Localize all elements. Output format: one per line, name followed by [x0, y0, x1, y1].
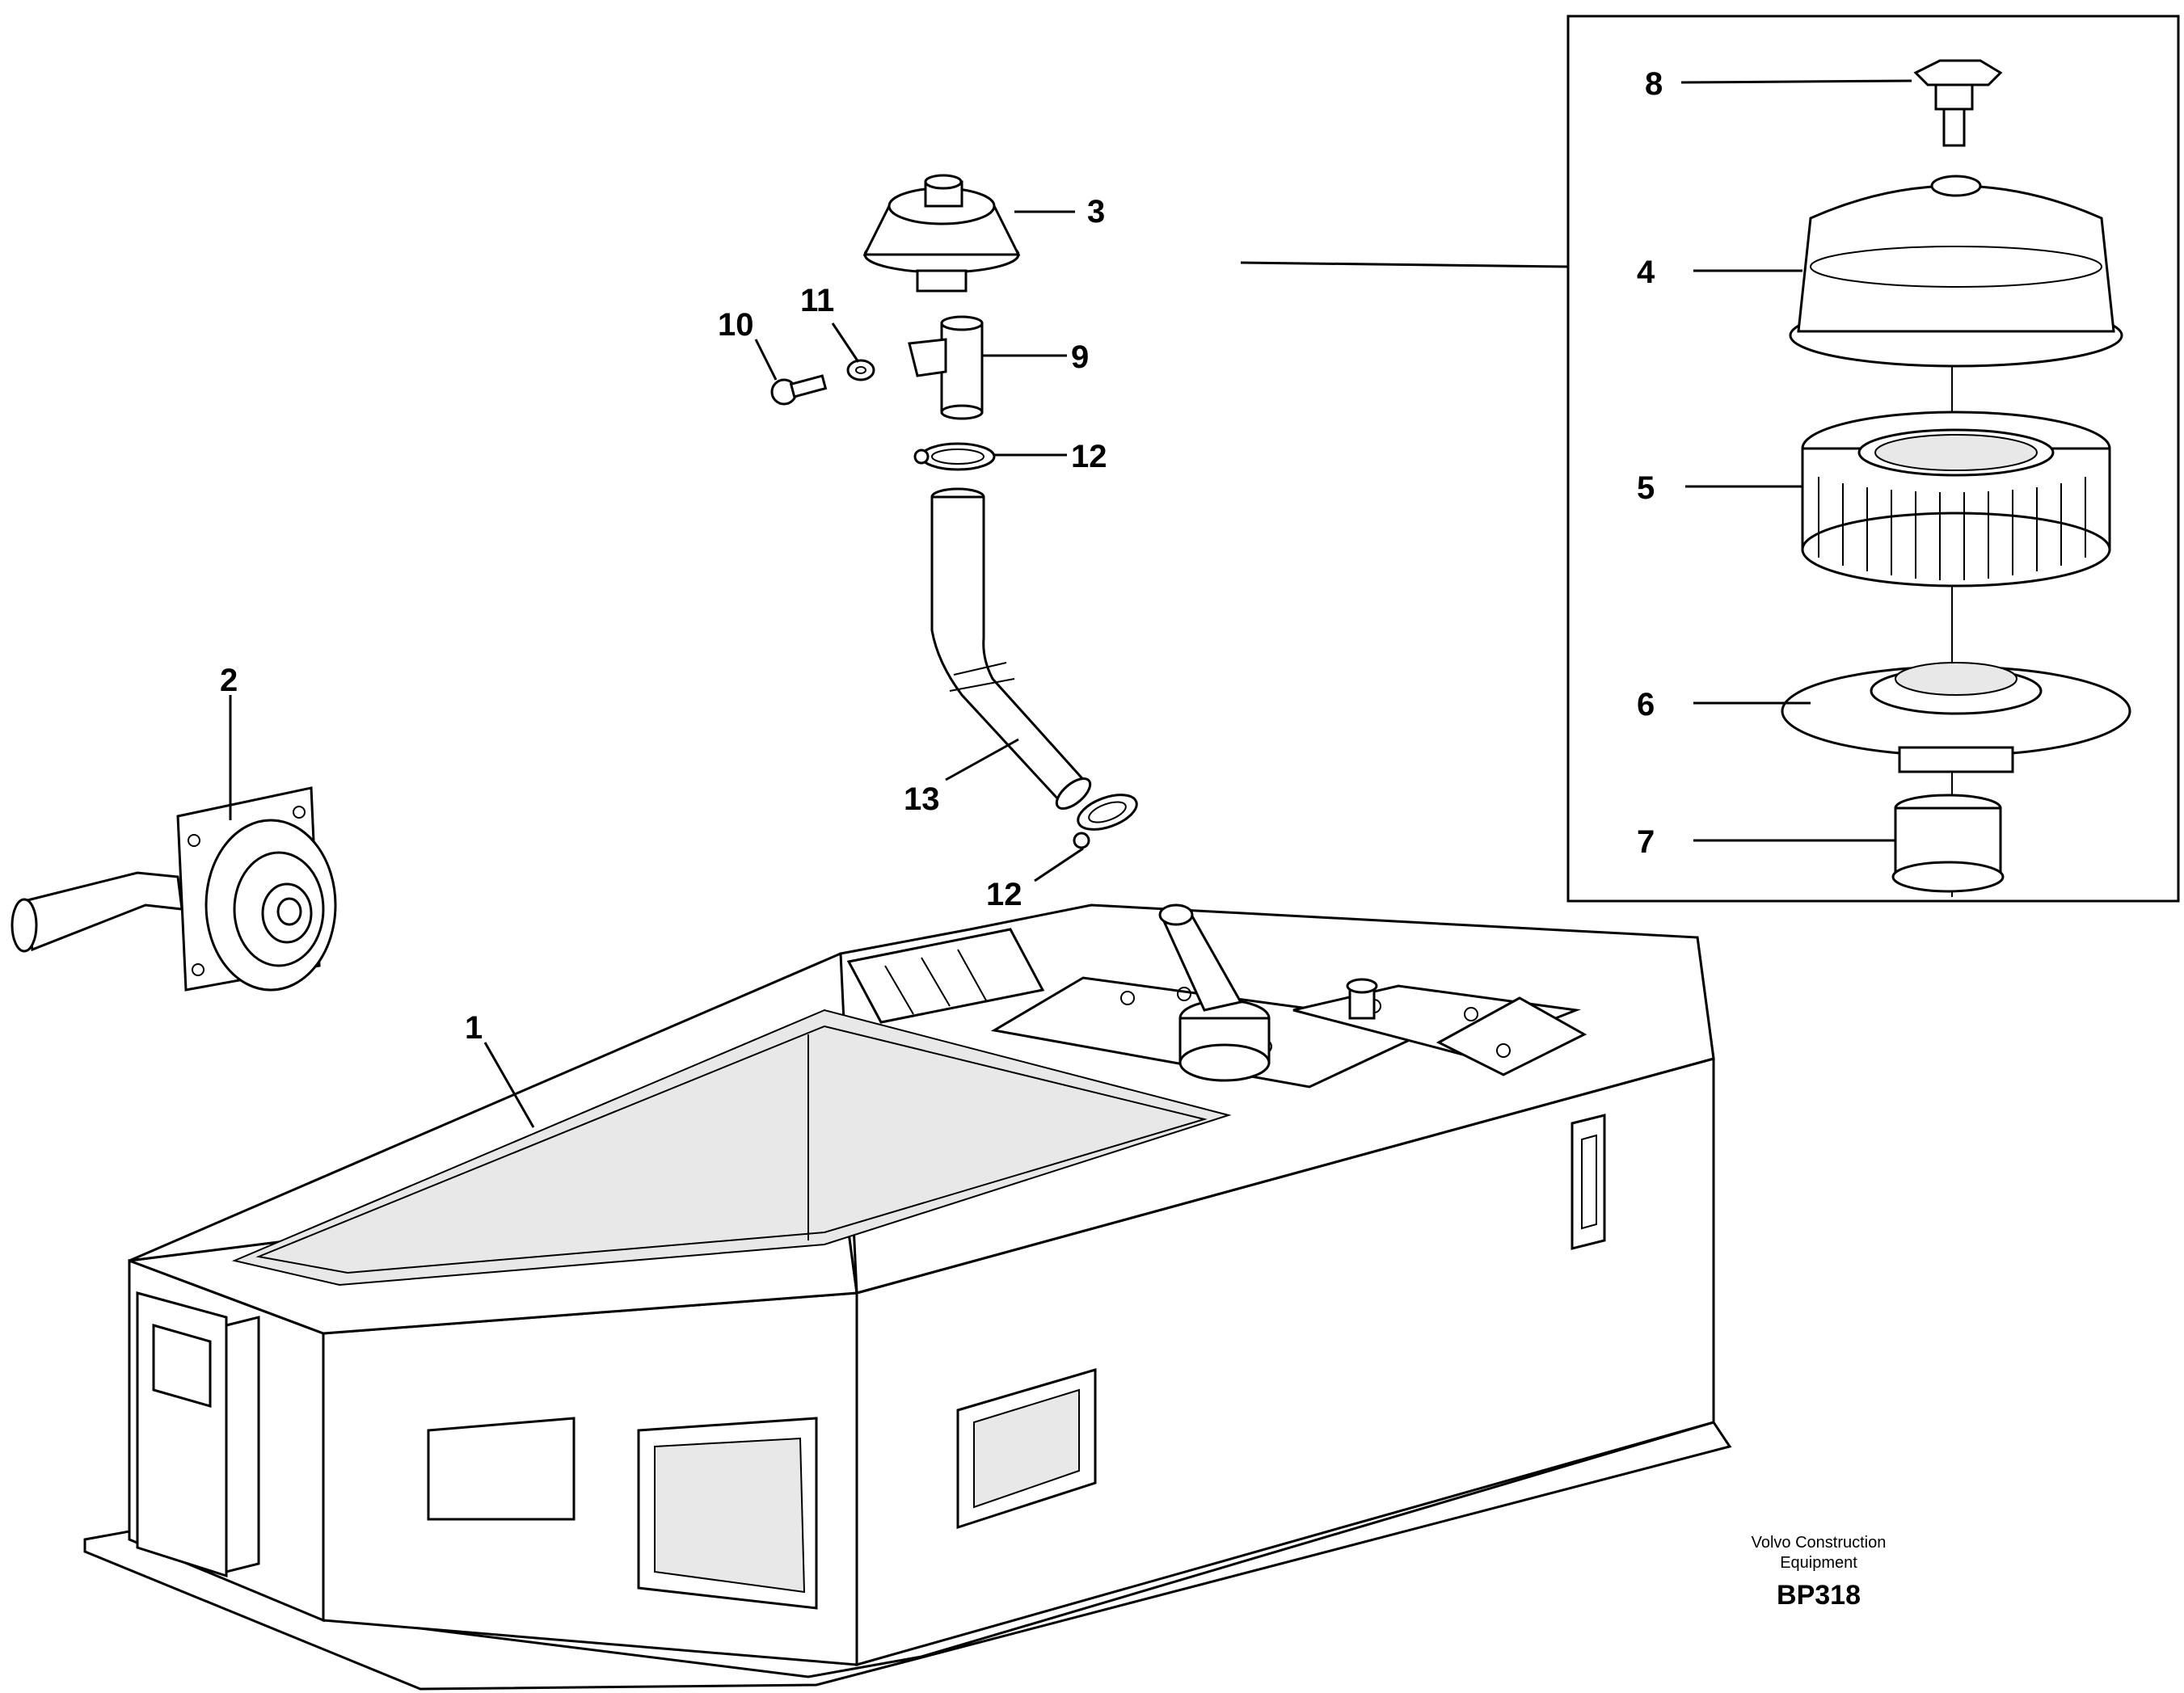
- filter-cover: [1789, 175, 2123, 368]
- callout-9: 9: [1071, 339, 1089, 375]
- callout-5: 5: [1637, 470, 1655, 506]
- callout-4: 4: [1637, 255, 1655, 290]
- callout-12-lower: 12: [986, 877, 1022, 912]
- caption-code: BP318: [1777, 1580, 1861, 1611]
- wing-nut: [1913, 59, 2003, 147]
- callout-labels: 1 2 3 4 5 6 7 8 9 10 11 12 12 13: [220, 66, 1663, 1046]
- callout-7: 7: [1637, 824, 1655, 860]
- callout-8: 8: [1645, 66, 1663, 102]
- callout-6: 6: [1637, 687, 1655, 722]
- hose-clamp-upper: [913, 442, 996, 471]
- bracket-tube: [908, 315, 984, 420]
- caption-line-1: Volvo Construction: [1752, 1534, 1887, 1552]
- filter-element: [1801, 411, 2111, 587]
- heater-unit: [11, 786, 337, 992]
- callout-1: 1: [465, 1010, 483, 1046]
- callout-2: 2: [220, 663, 238, 698]
- leader-lines: [229, 79, 1912, 1128]
- air-intake-assembly: [770, 174, 1569, 849]
- filter-detail-box: [1566, 15, 2180, 903]
- callout-3: 3: [1087, 194, 1105, 230]
- callout-11: 11: [800, 283, 834, 318]
- prefilter-cap: [862, 174, 1021, 293]
- callout-12-upper: 12: [1071, 439, 1107, 474]
- bolt: [770, 374, 828, 406]
- publisher-caption: Volvo Construction Equipment BP318: [1752, 1534, 1887, 1611]
- hose-clamp-lower: [1073, 794, 1138, 849]
- intake-hose: [930, 487, 1092, 811]
- filter-base: [1781, 662, 2131, 773]
- cab-housing: [83, 903, 1732, 1691]
- callout-10: 10: [718, 307, 754, 343]
- washer: [846, 359, 875, 381]
- filter-sleeve: [1891, 794, 2005, 893]
- callout-13: 13: [904, 781, 940, 817]
- caption-line-2: Equipment: [1780, 1554, 1857, 1572]
